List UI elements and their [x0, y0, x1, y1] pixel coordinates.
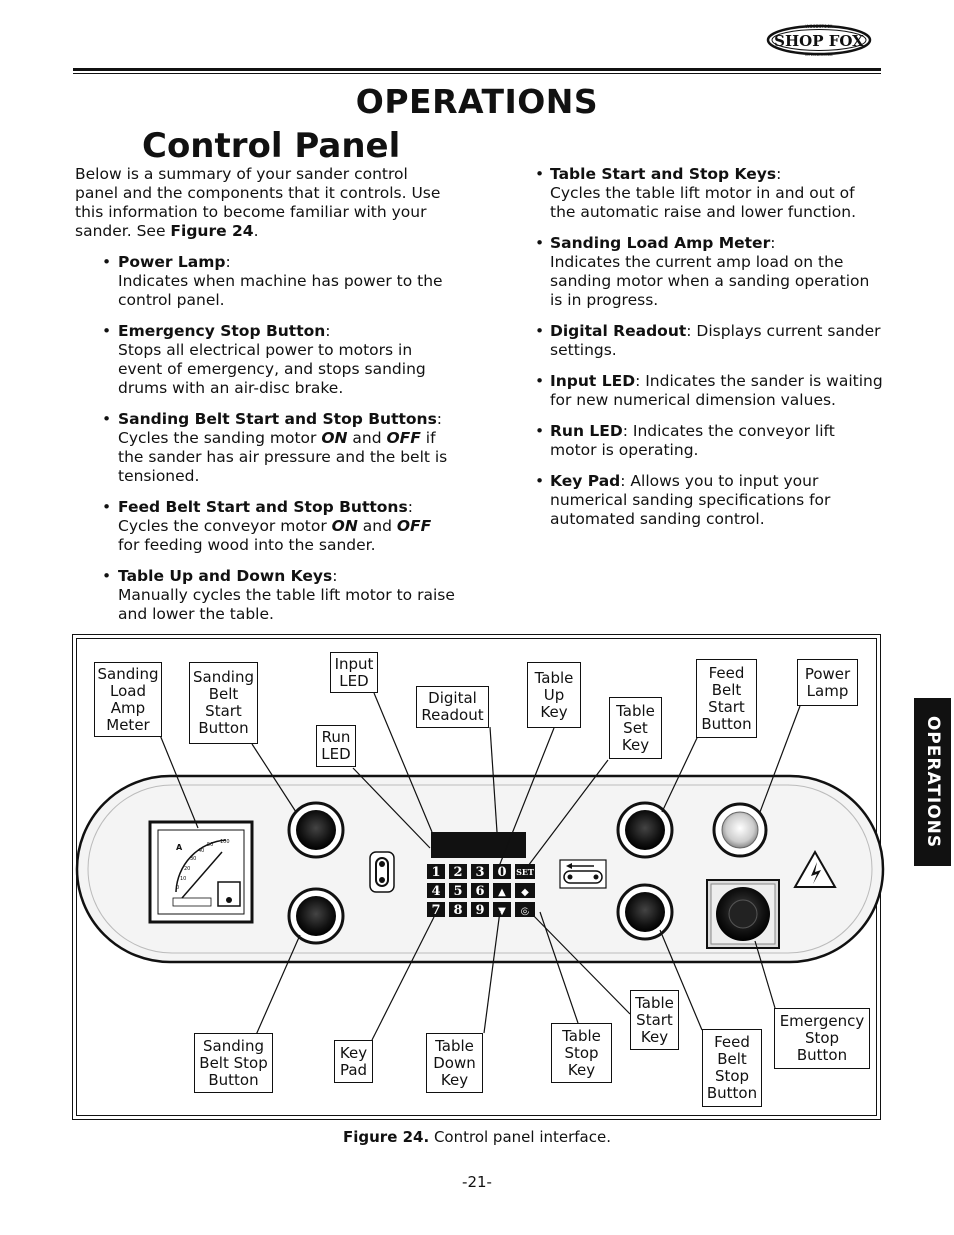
electrical-warning-icon [793, 849, 837, 888]
page-number: -21- [462, 1173, 492, 1191]
key-table-down-label: ▼ [498, 906, 506, 917]
sanding-belt-stop-button [287, 887, 345, 945]
key-9 [471, 902, 489, 917]
key-1-label: 1 [431, 865, 440, 880]
right-column: Table Start and Stop Keys:Cycles the tab… [533, 165, 883, 541]
section-title: OPERATIONS [355, 82, 599, 121]
meter-scale-100: 100 [220, 839, 230, 845]
leader-lines [159, 692, 801, 1041]
list-item: Run LED: Indicates the conveyor lift mot… [533, 422, 883, 460]
meter-scale-0: 0 [176, 885, 179, 891]
feed-belt-start-button [616, 801, 674, 859]
key-table-set-label: ◆ [521, 887, 529, 898]
logo-small-top: WOODSTOCK [806, 24, 833, 29]
key-5-label: 5 [453, 884, 462, 899]
shop-fox-logo: SHOP FOX WOODSTOCK INTERNATIONAL [766, 24, 872, 57]
key-3-label: 3 [475, 865, 484, 880]
key-2-label: 2 [453, 865, 462, 880]
power-lamp [712, 802, 768, 858]
key-4 [427, 883, 445, 898]
meter-scale-50: 50 [207, 842, 213, 848]
list-item: Feed Belt Start and Stop Buttons:Cycles … [75, 498, 455, 555]
digital-readout [431, 832, 526, 858]
key-7-label: 7 [431, 903, 440, 918]
feed-belt-stop-button [616, 883, 674, 941]
key-9-label: 9 [475, 903, 484, 918]
meter-scale-10: 10 [180, 876, 186, 882]
key-8-label: 8 [453, 903, 462, 918]
key-table-up-label: ▲ [498, 887, 506, 898]
logo-small-bottom: INTERNATIONAL [805, 53, 833, 57]
list-item: Emergency Stop Button:Stops all electric… [75, 322, 455, 398]
key-table-up [493, 883, 511, 898]
list-item: Input LED: Indicates the sander is waiti… [533, 372, 883, 410]
figure-caption: Figure 24. Control panel interface. [343, 1128, 611, 1146]
list-item: Table Up and Down Keys:Manually cycles t… [75, 567, 455, 624]
key-table-down [493, 902, 511, 917]
key-3 [471, 864, 489, 879]
key-1 [427, 864, 445, 879]
key-6-label: 6 [475, 884, 484, 899]
amp-meter: A 0 10 20 30 40 50 100 [148, 820, 254, 924]
key-table-start-stop [515, 902, 535, 917]
key-0 [493, 864, 511, 879]
meter-scale-20: 20 [184, 866, 190, 872]
list-item: Power Lamp:Indicates when machine has po… [75, 253, 455, 310]
keypad: 1 2 3 0 SET 4 5 6 ▲ ◆ 7 8 9 ▼ ◎ [427, 864, 535, 918]
key-set-label: SET [516, 867, 534, 877]
list-item: Digital Readout: Displays current sander… [533, 322, 883, 360]
list-item: Key Pad: Allows you to input your numeri… [533, 472, 883, 529]
key-6 [471, 883, 489, 898]
key-table-set [515, 883, 535, 898]
list-item: Table Start and Stop Keys:Cycles the tab… [533, 165, 883, 222]
key-set [515, 864, 535, 879]
sanding-belt-start-button [287, 801, 345, 859]
list-item: Sanding Belt Start and Stop Buttons:Cycl… [75, 410, 455, 486]
page-title: Control Panel [142, 126, 401, 166]
key-2 [449, 864, 467, 879]
key-0-label: 0 [497, 865, 506, 880]
meter-scale-40: 40 [198, 848, 204, 854]
emergency-stop-button [706, 879, 780, 949]
list-item: Sanding Load Amp Meter:Indicates the cur… [533, 234, 883, 310]
feed-belt-symbol [559, 859, 607, 889]
meter-label-a: A [176, 843, 183, 852]
logo-text: SHOP FOX [774, 32, 864, 50]
header-rule-thin [73, 73, 881, 74]
key-4-label: 4 [431, 884, 440, 899]
key-7 [427, 902, 445, 917]
key-table-start-stop-label: ◎ [521, 906, 530, 917]
key-8 [449, 902, 467, 917]
intro-paragraph: Below is a summary of your sander contro… [75, 165, 441, 240]
left-column: Below is a summary of your sander contro… [75, 165, 455, 636]
header-rule [73, 68, 881, 71]
meter-scale-30: 30 [190, 856, 196, 862]
key-5 [449, 883, 467, 898]
figure-reference: Figure 24 [170, 222, 254, 240]
side-tab-operations: OPERATIONS [914, 698, 951, 866]
sanding-belt-symbol [369, 851, 395, 893]
